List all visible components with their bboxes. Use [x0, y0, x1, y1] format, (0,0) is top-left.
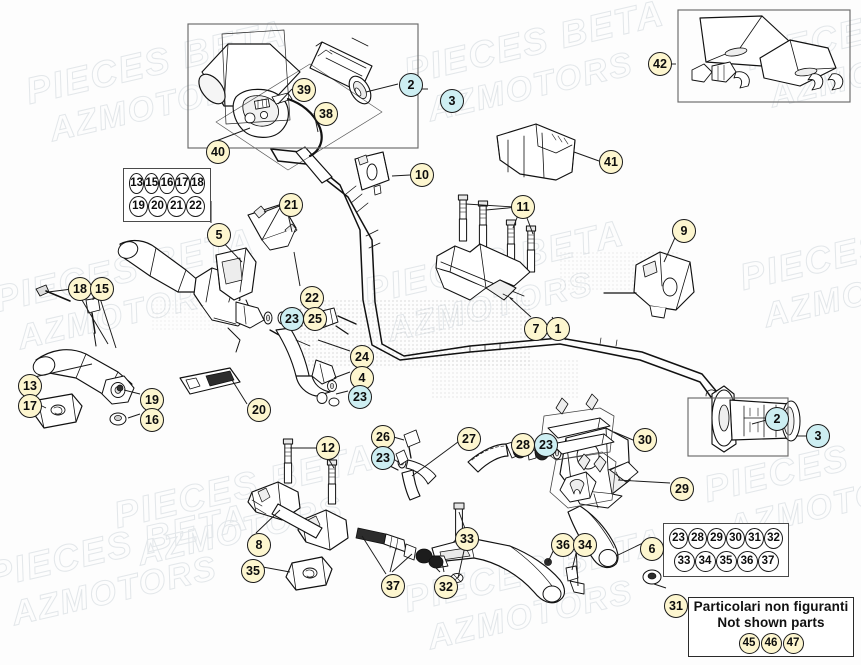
legend-left-item-13[interactable]: 13: [129, 173, 145, 194]
callout-13[interactable]: 13: [18, 374, 42, 398]
callout-16[interactable]: 16: [140, 408, 164, 432]
callout-6[interactable]: 6: [640, 537, 664, 561]
callout-29[interactable]: 29: [670, 477, 694, 501]
callout-23[interactable]: 23: [280, 307, 304, 331]
callout-21[interactable]: 21: [279, 193, 303, 217]
callout-20[interactable]: 20: [247, 398, 271, 422]
legend-right-item-28[interactable]: 28: [688, 528, 707, 549]
legend-left-item-15[interactable]: 15: [144, 173, 160, 194]
not-shown-parts-panel: Particolari non figuranti Not shown part…: [688, 597, 854, 657]
callout-32[interactable]: 32: [434, 575, 458, 599]
callout-12[interactable]: 12: [316, 436, 340, 460]
legend-right-item-37[interactable]: 37: [757, 551, 779, 572]
callout-38[interactable]: 38: [314, 102, 338, 126]
callout-15[interactable]: 15: [90, 277, 114, 301]
legend-right-item-36[interactable]: 36: [736, 551, 758, 572]
callout-23[interactable]: 23: [348, 385, 372, 409]
legend-left-item-20[interactable]: 20: [148, 196, 167, 217]
callout-42[interactable]: 42: [648, 52, 672, 76]
callout-2[interactable]: 2: [399, 73, 423, 97]
callout-30[interactable]: 30: [633, 428, 657, 452]
callout-31[interactable]: 31: [664, 594, 688, 618]
not-shown-title-en: Not shown parts: [717, 615, 825, 630]
legend-right-item-34[interactable]: 34: [694, 551, 716, 572]
callout-11[interactable]: 11: [511, 195, 535, 219]
legend-left-item-17[interactable]: 17: [174, 173, 190, 194]
callout-7[interactable]: 7: [524, 317, 548, 341]
legend-right-item-30[interactable]: 30: [726, 528, 745, 549]
callout-34[interactable]: 34: [573, 533, 597, 557]
callout-17[interactable]: 17: [18, 394, 42, 418]
legend-left-item-22[interactable]: 22: [186, 196, 205, 217]
legend-right-item-29[interactable]: 29: [707, 528, 726, 549]
callout-23[interactable]: 23: [534, 433, 558, 457]
callout-10[interactable]: 10: [410, 163, 434, 187]
callout-25[interactable]: 25: [303, 307, 327, 331]
not-shown-title-it: Particolari non figuranti: [693, 599, 849, 615]
callout-28[interactable]: 28: [511, 433, 535, 457]
legend-left-item-16[interactable]: 16: [159, 173, 175, 194]
not-shown-part-46[interactable]: 46: [760, 632, 782, 654]
callout-27[interactable]: 27: [457, 427, 481, 451]
callout-35[interactable]: 35: [241, 559, 265, 583]
callout-36[interactable]: 36: [551, 533, 575, 557]
legend-left-item-21[interactable]: 21: [167, 196, 186, 217]
callout-24[interactable]: 24: [350, 345, 374, 369]
callout-41[interactable]: 41: [599, 150, 623, 174]
legend-right-item-32[interactable]: 32: [764, 528, 783, 549]
legend-left-item-18[interactable]: 18: [189, 173, 206, 194]
callout-37[interactable]: 37: [381, 574, 405, 598]
legend-left-item-19[interactable]: 19: [129, 196, 148, 217]
callout-3[interactable]: 3: [806, 424, 830, 448]
callout-39[interactable]: 39: [292, 78, 316, 102]
legend-right-item-31[interactable]: 31: [745, 528, 764, 549]
callout-1[interactable]: 1: [546, 317, 570, 341]
callout-3[interactable]: 3: [440, 89, 464, 113]
callout-33[interactable]: 33: [455, 527, 479, 551]
callout-23[interactable]: 23: [371, 446, 395, 470]
callout-2[interactable]: 2: [765, 407, 789, 431]
legend-right-item-35[interactable]: 35: [715, 551, 737, 572]
legend-right-item-23[interactable]: 23: [669, 528, 688, 549]
not-shown-part-45[interactable]: 45: [738, 632, 760, 654]
callout-9[interactable]: 9: [672, 219, 696, 243]
callout-8[interactable]: 8: [247, 533, 271, 557]
not-shown-part-47[interactable]: 47: [782, 632, 804, 654]
callout-40[interactable]: 40: [206, 140, 230, 164]
callout-5[interactable]: 5: [207, 223, 231, 247]
callout-18[interactable]: 18: [68, 277, 92, 301]
legend-right-item-33[interactable]: 33: [673, 551, 695, 572]
